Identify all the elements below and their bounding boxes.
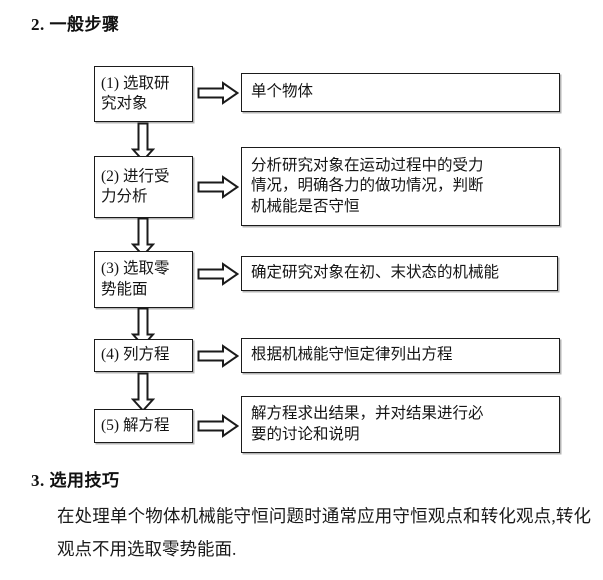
section-heading-3: 3. 选用技巧 (31, 471, 120, 490)
flow-step-label-3: (3) 选取零 势能面 (101, 260, 170, 298)
flow-desc-box-3[interactable]: 确定研究对象在初、末状态的机械能 (241, 256, 558, 291)
flow-desc-label-1: 单个物体 (251, 83, 314, 101)
flow-desc-box-4[interactable]: 根据机械能守恒定律列出方程 (241, 338, 560, 373)
flow-step-label-5: (5) 解方程 (101, 416, 170, 434)
block-arrow-right-icon (197, 344, 239, 368)
flow-desc-box-2[interactable]: 分析研究对象在运动过程中的受力 情况，明确各力的做功情况，判断 机械能是否守恒 (241, 147, 560, 226)
flow-desc-label-2: 分析研究对象在运动过程中的受力 情况，明确各力的做功情况，判断 机械能是否守恒 (251, 156, 484, 215)
flowchart: (1) 选取研 究对象 单个物体 (2) 进行受 力分析 分析研究对象在运动过程… (94, 66, 560, 453)
block-arrow-down-icon-4 (131, 372, 155, 412)
flow-desc-label-4: 根据机械能守恒定律列出方程 (251, 346, 453, 364)
flow-desc-box-1[interactable]: 单个物体 (241, 73, 560, 112)
flow-step-label-2: (2) 进行受 力分析 (101, 167, 170, 205)
block-arrow-right-icon (197, 262, 239, 286)
section-heading-2: 2. 一般步骤 (31, 15, 120, 34)
flow-desc-box-5[interactable]: 解方程求出结果，并对结果进行必 要的讨论和说明 (241, 396, 560, 453)
flow-desc-label-5: 解方程求出结果，并对结果进行必 要的讨论和说明 (251, 405, 484, 443)
block-arrow-right-icon (197, 175, 239, 199)
flow-desc-label-3: 确定研究对象在初、末状态的机械能 (251, 264, 500, 282)
block-arrow-down-icon-1 (131, 122, 155, 162)
flow-step-box-3[interactable]: (3) 选取零 势能面 (94, 251, 193, 308)
flow-step-box-1[interactable]: (1) 选取研 究对象 (94, 66, 193, 122)
flow-step-box-4[interactable]: (4) 列方程 (94, 339, 193, 372)
block-arrow-right-icon (197, 81, 239, 105)
flow-step-label-1: (1) 选取研 究对象 (101, 74, 170, 112)
block-arrow-right-icon (197, 414, 239, 438)
flow-step-box-5[interactable]: (5) 解方程 (94, 409, 193, 443)
flow-step-label-4: (4) 列方程 (101, 346, 170, 364)
block-arrow-down-icon-2 (131, 217, 155, 257)
flow-step-box-2[interactable]: (2) 进行受 力分析 (94, 156, 193, 218)
body-paragraph: 在处理单个物体机械能守恒问题时通常应用守恒观点和转化观点,转化观点不用选取零势能… (57, 506, 591, 559)
